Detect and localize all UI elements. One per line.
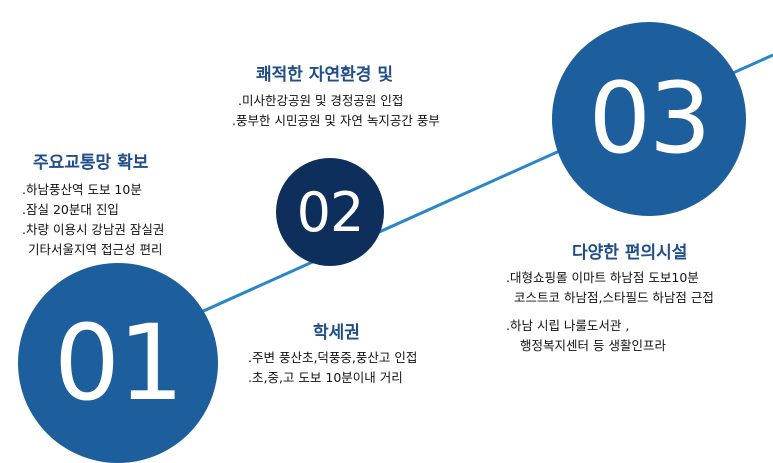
step-02-circle: 02 — [276, 158, 384, 266]
nature-line: .풍부한 시민공원 및 자연 녹지공간 풍부 — [232, 113, 440, 128]
step-01-number: 01 — [53, 302, 184, 424]
school-title: 학세권 — [313, 323, 360, 343]
transport-line: .차량 이용시 강남권 잠실권 — [22, 222, 165, 237]
transport-details: .하남풍산역 도보 10분 .잠실 20분대 진입 .차량 이용시 강남권 잠실… — [22, 180, 164, 260]
transport-line: .잠실 20분대 진입 — [22, 202, 119, 217]
step-03-number: 03 — [588, 62, 712, 176]
step-01-circle: 01 — [18, 263, 218, 463]
amenities-line: .하남 시립 나룰도서관 , — [506, 318, 630, 333]
school-details: .주변 풍산초,덕풍중,풍산고 인접 .초,중,고 도보 10분이내 거리 — [248, 348, 417, 388]
transport-line: 기타서울지역 접근성 편리 — [28, 242, 163, 257]
nature-details: .미사한강공원 및 경정공원 인접 .풍부한 시민공원 및 자연 녹지공간 풍부 — [232, 91, 440, 131]
school-line: .주변 풍산초,덕풍중,풍산고 인접 — [248, 350, 418, 365]
step-03-circle: 03 — [552, 22, 746, 216]
step-02-number: 02 — [296, 180, 365, 244]
school-line: .초,중,고 도보 10분이내 거리 — [248, 370, 403, 385]
amenities-line: 행정복지센터 등 생활인프라 — [520, 338, 666, 353]
amenities-details: .대형쇼핑몰 이마트 하남점 도보10분 코스트코 하남점,스타필드 하남점 근… — [506, 268, 714, 356]
nature-title: 쾌적한 자연환경 및 — [256, 65, 393, 85]
nature-line: .미사한강공원 및 경정공원 인접 — [238, 93, 404, 108]
transport-line: .하남풍산역 도보 10분 — [22, 182, 142, 197]
amenities-line: 코스트코 하남점,스타필드 하남점 근접 — [514, 290, 714, 305]
amenities-line: .대형쇼핑몰 이마트 하남점 도보10분 — [506, 270, 699, 285]
amenities-title: 다양한 편의시설 — [572, 243, 688, 263]
transport-title: 주요교통망 확보 — [33, 153, 149, 173]
